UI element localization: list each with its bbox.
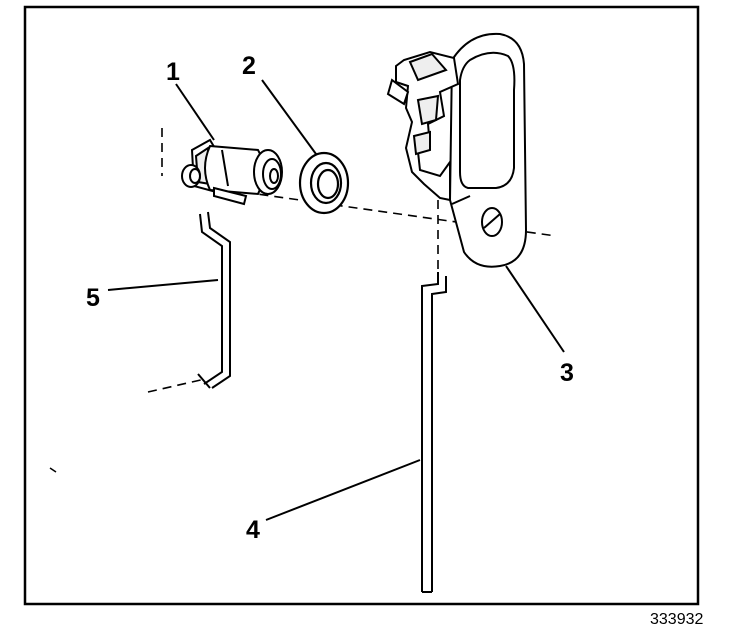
- leader-3: [505, 265, 565, 353]
- leader-2: [261, 79, 317, 155]
- callout-1: 1: [166, 58, 180, 86]
- callout-4: 4: [246, 516, 260, 544]
- outside-door-handle: [386, 32, 528, 268]
- callout-2: 2: [242, 52, 256, 80]
- figure-number: 333932: [650, 611, 703, 628]
- leader-5: [107, 279, 219, 291]
- stray-mark: [49, 467, 57, 473]
- callout-3: 3: [560, 359, 574, 387]
- gasket: [298, 151, 350, 215]
- lock-cylinder-rod: [197, 211, 231, 389]
- leader-1: [175, 83, 215, 141]
- lock-cylinder: [181, 138, 283, 206]
- leader-4: [265, 459, 421, 521]
- assembly-centerline: [147, 128, 557, 393]
- diagram-frame: [23, 5, 700, 606]
- lock-rod: [421, 272, 447, 593]
- callout-5: 5: [86, 284, 100, 312]
- leader-lines: [107, 79, 565, 521]
